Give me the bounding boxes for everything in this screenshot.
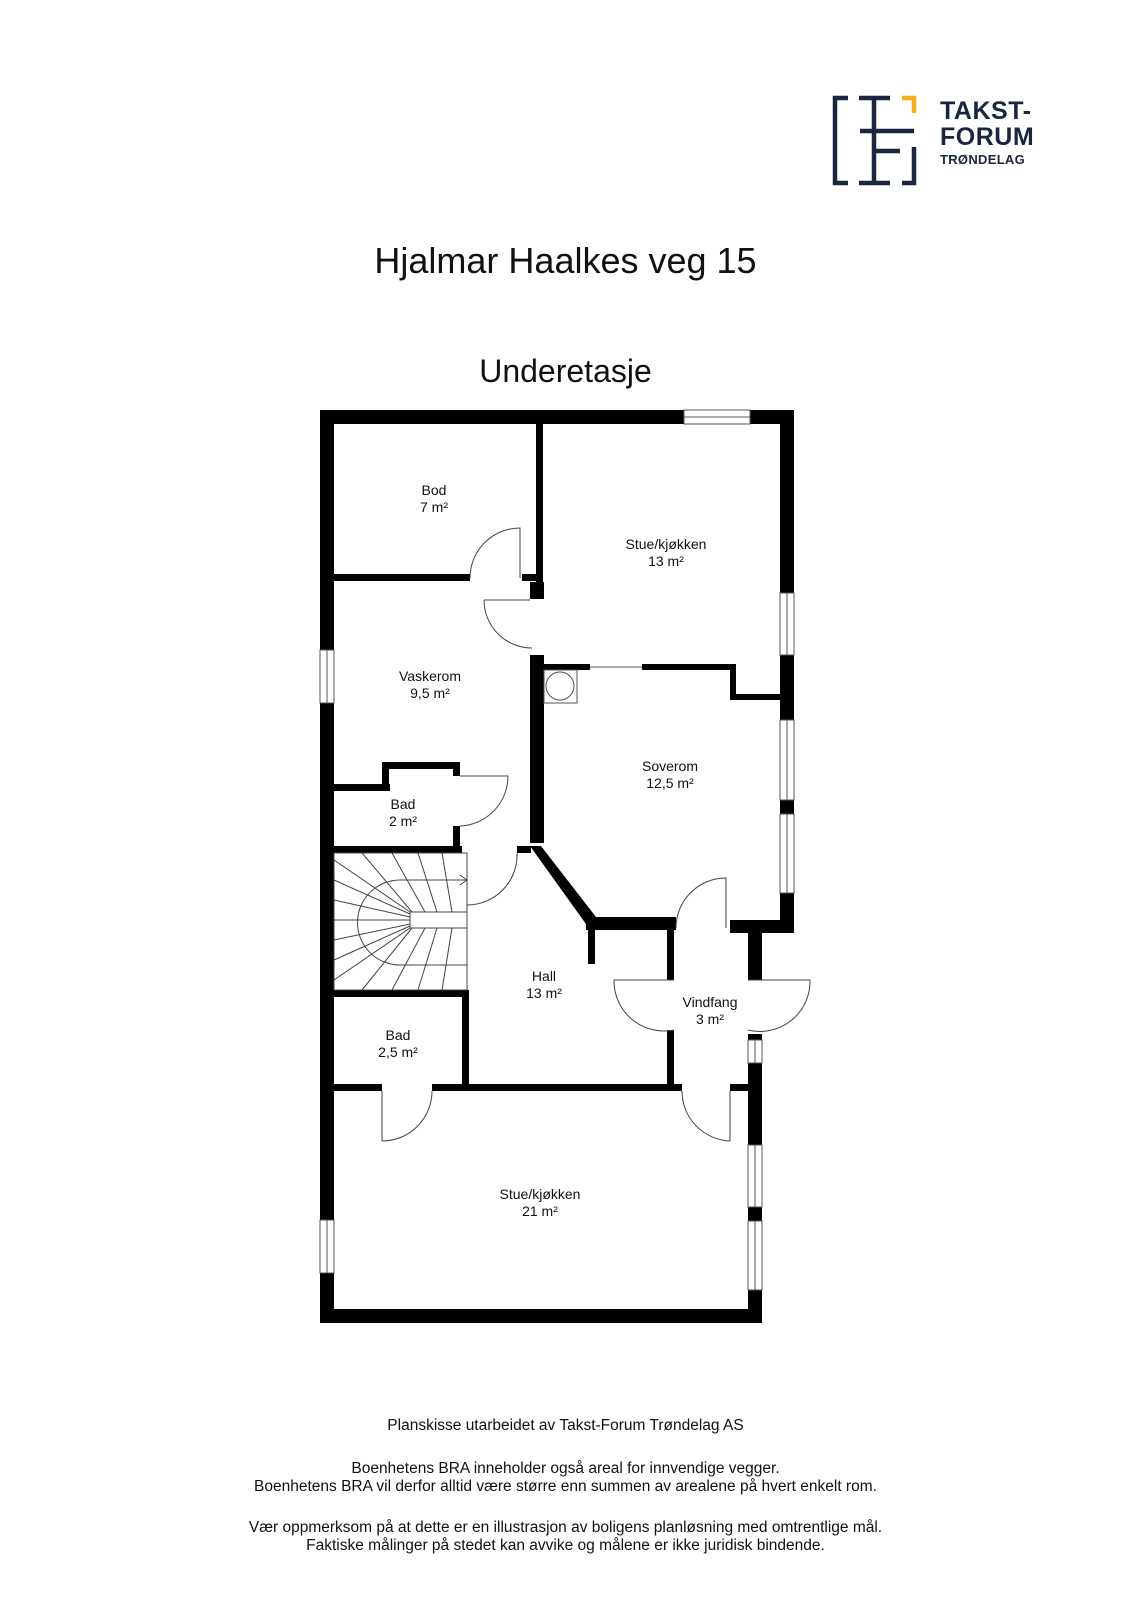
- logo-line-2: FORUM: [940, 123, 1035, 151]
- room-area: 9,5 m²: [410, 685, 450, 701]
- room-bod: Bod 7 m²: [420, 482, 448, 516]
- doors: [381, 527, 811, 1142]
- room-vindfang: Vindfang 3 m²: [682, 994, 737, 1028]
- room-bad-2-5: Bad 2,5 m²: [378, 1027, 418, 1061]
- takst-forum-logo: TAKST- FORUM TRØNDELAG: [832, 95, 1047, 186]
- room-area: 2,5 m²: [378, 1044, 418, 1060]
- logo-wordmark: TAKST- FORUM TRØNDELAG: [940, 97, 1035, 167]
- page-title: Hjalmar Haalkes veg 15: [374, 240, 757, 281]
- room-vaskerom: Vaskerom 9,5 m²: [399, 668, 461, 702]
- room-area: 7 m²: [420, 499, 448, 515]
- footer-credit: Planskisse utarbeidet av Takst-Forum Trø…: [387, 1417, 744, 1434]
- room-area: 13 m²: [526, 985, 562, 1001]
- round-fixture-icon: [543, 669, 578, 704]
- room-name: Bad: [385, 1027, 411, 1043]
- staircase: [333, 852, 468, 991]
- room-name: Bod: [421, 482, 447, 498]
- room-name: Stue/kjøkken: [625, 536, 707, 552]
- room-stue-kjokken-21: Stue/kjøkken 21 m²: [500, 1186, 581, 1220]
- room-area: 2 m²: [389, 813, 417, 829]
- footer-note-1: Boenhetens BRA inneholder også areal for…: [351, 1460, 780, 1477]
- footer-disclaimer-2: Faktiske målinger på stedet kan avvike o…: [306, 1537, 825, 1554]
- room-name: Hall: [531, 968, 557, 984]
- room-area: 13 m²: [648, 553, 684, 569]
- footer-note-2: Boenhetens BRA vil derfor alltid være st…: [254, 1478, 877, 1495]
- logo-mark-icon: [832, 95, 917, 186]
- logo-line-1: TAKST-: [940, 97, 1032, 125]
- room-bad-2: Bad 2 m²: [389, 796, 417, 830]
- logo-line-3: TRØNDELAG: [940, 152, 1026, 167]
- room-name: Bad: [390, 796, 416, 812]
- room-area: 3 m²: [695, 1011, 724, 1027]
- room-stue-kjokken-13: Stue/kjøkken 13 m²: [626, 536, 707, 570]
- room-area: 12,5 m²: [646, 775, 694, 791]
- windows: [319, 409, 795, 1291]
- room-name: Vindfang: [682, 994, 738, 1010]
- room-area: 21 m²: [522, 1203, 558, 1219]
- room-name: Vaskerom: [399, 668, 461, 684]
- footer-disclaimer-1: Vær oppmerksom på at dette er en illustr…: [248, 1519, 883, 1536]
- walls: [320, 410, 794, 1323]
- room-name: Soverom: [641, 758, 699, 774]
- room-name: Stue/kjøkken: [499, 1186, 581, 1202]
- room-hall: Hall 13 m²: [526, 968, 562, 1002]
- floor-title: Underetasje: [479, 353, 652, 389]
- room-soverom: Soverom 12,5 m²: [642, 758, 698, 792]
